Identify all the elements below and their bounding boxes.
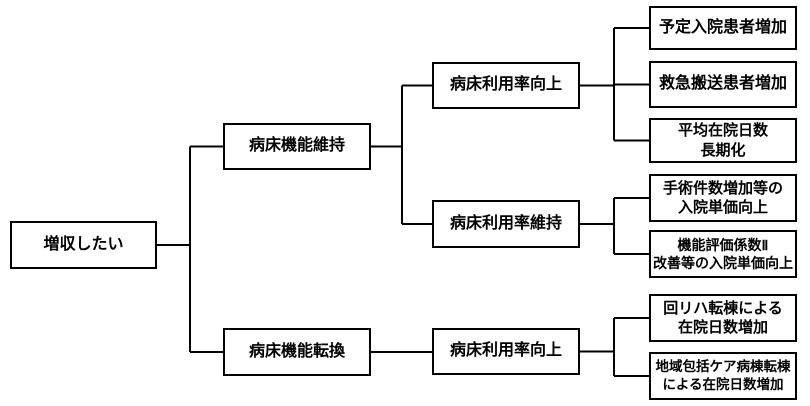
connector-utilization-bottom-to-leaves [580, 317, 649, 377]
node-increase-revenue-root: 増収したい [10, 221, 157, 269]
node-function-evaluation-coefficient-improvement: 機能評価係数Ⅱ 改善等の入院単価向上 [649, 230, 797, 278]
connector-root-to-level2 [157, 145, 223, 353]
node-scheduled-admission-increase: 予定入院患者増加 [649, 6, 797, 50]
node-maintain-bed-utilization: 病床利用率維持 [432, 200, 580, 248]
connector-utilization-top-to-leaves [580, 27, 649, 142]
node-improve-bed-utilization-top: 病床利用率向上 [432, 62, 580, 109]
node-community-care-ward-transfer-stay-increase: 地域包括ケア病棟転棟 による在院日数増加 [649, 352, 797, 400]
node-improve-bed-utilization-bottom: 病床利用率向上 [432, 328, 580, 375]
node-emergency-transport-increase: 救急搬送患者増加 [649, 61, 797, 108]
connector-utilization-maintain-to-leaves [580, 197, 649, 255]
node-maintain-bed-function: 病床機能維持 [223, 123, 371, 170]
node-average-length-of-stay-extension: 平均在院日数 長期化 [649, 118, 797, 163]
node-surgery-count-unit-price-increase: 手術件数増加等の 入院単価向上 [649, 174, 797, 222]
connector-keep-function-to-utilization [371, 84, 432, 225]
node-convert-bed-function: 病床機能転換 [223, 328, 371, 376]
node-rehab-ward-transfer-stay-increase: 回リハ転棟による 在院日数増加 [649, 294, 797, 342]
